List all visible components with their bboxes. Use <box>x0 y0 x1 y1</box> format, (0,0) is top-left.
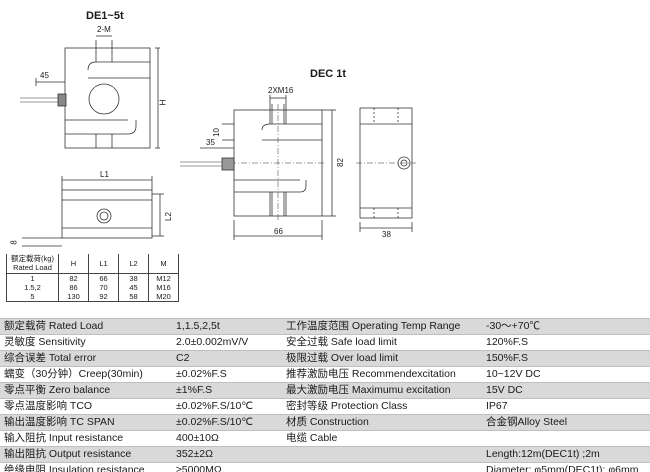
specification-table: 额定载荷 Rated Load 1,1.5,2,5t 工作温度范围 Operat… <box>0 318 650 472</box>
spec-row: 额定载荷 Rated Load 1,1.5,2,5t 工作温度范围 Operat… <box>0 318 650 335</box>
cell: M16 <box>148 283 179 292</box>
cell: 86 <box>58 283 89 292</box>
dim-label-82: 82 <box>335 158 345 167</box>
left-top-body <box>61 189 153 239</box>
left-front-body <box>64 47 151 149</box>
spec-label: 推荐激励电压 Recommendexcitation <box>286 368 456 380</box>
cell: 66 <box>88 273 119 283</box>
cell: M20 <box>148 292 179 302</box>
cell: 58 <box>118 292 149 302</box>
spec-value: ±0.02%F.S/10℃ <box>176 400 254 412</box>
cell: 1.5,2 <box>6 283 59 292</box>
spec-row: 蠕变（30分钟）Creep(30min) ±0.02%F.S 推荐激励电压 Re… <box>0 366 650 383</box>
spec-label: 零点平衡 Zero balance <box>0 382 172 399</box>
spec-label: 灵敏度 Sensitivity <box>4 336 86 348</box>
cell: 38 <box>118 273 149 283</box>
spec-label: 材质 Construction <box>282 414 482 431</box>
spec-label: 工作温度范围 Operating Temp Range <box>282 318 482 335</box>
spec-row: 输入阻抗 Input resistance 400±10Ω 电缆 Cable <box>0 430 650 447</box>
spec-value: C2 <box>172 350 282 367</box>
spec-label <box>282 446 482 463</box>
spec-label: 蠕变（30分钟）Creep(30min) <box>4 368 143 380</box>
cell: 5 <box>6 292 59 302</box>
spec-value: 352±2Ω <box>172 446 282 463</box>
spec-value: ≥5000MΩ <box>176 464 222 472</box>
drawing-title-right: DEC 1t <box>310 68 347 80</box>
model-dimension-table: 额定载荷(kg) Rated Load H L1 L2 M 1 82 66 38… <box>6 254 179 302</box>
dim-label-l1: L1 <box>100 170 109 179</box>
spec-value: IP67 <box>486 400 508 412</box>
spec-label: 输出阻抗 Output resistance <box>0 446 172 463</box>
cell: 82 <box>58 273 89 283</box>
spec-label: 输入阻抗 Input resistance <box>4 432 124 444</box>
spec-value: ±0.02%F.S/10℃ <box>172 414 282 431</box>
dim-label-10: 10 <box>211 128 221 137</box>
spec-label: 额定载荷 Rated Load <box>0 318 172 335</box>
cell: 70 <box>88 283 119 292</box>
table-row: 1.5,2 86 70 45 M16 <box>6 283 179 292</box>
left-top-bore <box>96 208 112 224</box>
spec-label: 极限过载 Over load limit <box>282 350 482 367</box>
spec-value: 120%F.S <box>486 336 529 348</box>
spec-label: 输出温度影响 TC SPAN <box>0 414 172 431</box>
spec-value: 150%F.S <box>482 350 650 367</box>
drawing-title-left: DE1~5t <box>86 10 124 22</box>
dim-label-l2: L2 <box>163 212 173 221</box>
spec-value: 2.0±0.002mV/V <box>176 336 249 348</box>
spec-value: 10~12V DC <box>486 368 541 380</box>
spec-row: 综合误差 Total error C2 极限过载 Over load limit… <box>0 350 650 367</box>
header-l2: L2 <box>118 254 149 274</box>
spec-value: 15V DC <box>482 382 650 399</box>
spec-value: ±0.02%F.S <box>176 368 227 380</box>
dim-label-2m: 2-M <box>97 25 111 34</box>
cell: 130 <box>58 292 89 302</box>
dim-label-35: 35 <box>206 138 215 147</box>
spec-label: 电缆 Cable <box>286 432 338 444</box>
spec-value: Diameter: φ5mm(DEC1t); φ6mm <box>486 464 639 472</box>
spec-value: -30～+70℃ <box>482 318 650 335</box>
spec-value: 1,1.5,2,5t <box>172 318 282 335</box>
cell: 45 <box>118 283 149 292</box>
left-center-bore <box>88 83 120 115</box>
cell: 1 <box>6 273 59 283</box>
header-h: H <box>58 254 89 274</box>
spec-label: 零点温度影响 TCO <box>4 400 93 412</box>
spec-row: 输出温度影响 TC SPAN ±0.02%F.S/10℃ 材质 Construc… <box>0 414 650 431</box>
dim-label-45: 45 <box>40 71 49 80</box>
spec-row: 零点平衡 Zero balance ±1%F.S 最大激励电压 Maximumu… <box>0 382 650 399</box>
cell: 92 <box>88 292 119 302</box>
spec-value: Length:12m(DEC1t) ;2m <box>482 446 650 463</box>
spec-value: ±1%F.S <box>172 382 282 399</box>
header-rated-load: 额定载荷(kg) Rated Load <box>6 254 59 274</box>
dim-label-8: 8 <box>9 240 19 245</box>
spec-value: 400±10Ω <box>176 432 219 444</box>
left-upper-slot <box>87 61 150 71</box>
spec-row: 输出阻抗 Output resistance 352±2Ω Length:12m… <box>0 446 650 463</box>
dim-label-66: 66 <box>274 227 283 236</box>
cell: M12 <box>148 273 179 283</box>
spec-label: 密封等级 Protection Class <box>286 400 408 412</box>
spec-label: 绝缘电阻 Insulation resistance <box>4 464 145 472</box>
header-m: M <box>148 254 179 274</box>
spec-value <box>482 431 650 447</box>
header-l1: L1 <box>88 254 119 274</box>
spec-label: 综合误差 Total error <box>0 350 172 367</box>
technical-drawing: DE1~5t DEC 1t 2-M 45 H L1 L2 8 2XM16 10 … <box>9 10 416 247</box>
spec-row: 绝缘电阻 Insulation resistance ≥5000MΩ Diame… <box>0 462 650 472</box>
dim-label-2xm16: 2XM16 <box>268 86 294 95</box>
dim-label-38: 38 <box>382 230 391 239</box>
dim-label-h: H <box>158 99 168 106</box>
drawing-lines <box>20 35 416 247</box>
model-table-header: 额定载荷(kg) Rated Load H L1 L2 M <box>6 254 179 274</box>
table-row: 1 82 66 38 M12 <box>6 273 179 283</box>
spec-label: 最大激励电压 Maximumu excitation <box>282 382 482 399</box>
table-row: 5 130 92 58 M20 <box>6 292 179 302</box>
spec-row: 零点温度影响 TCO ±0.02%F.S/10℃ 密封等级 Protection… <box>0 398 650 415</box>
spec-value: 合金钢Alloy Steel <box>482 414 650 431</box>
spec-label: 安全过载 Safe load limit <box>286 336 397 348</box>
spec-row: 灵敏度 Sensitivity 2.0±0.002mV/V 安全过载 Safe … <box>0 334 650 351</box>
spec-label <box>282 463 482 472</box>
